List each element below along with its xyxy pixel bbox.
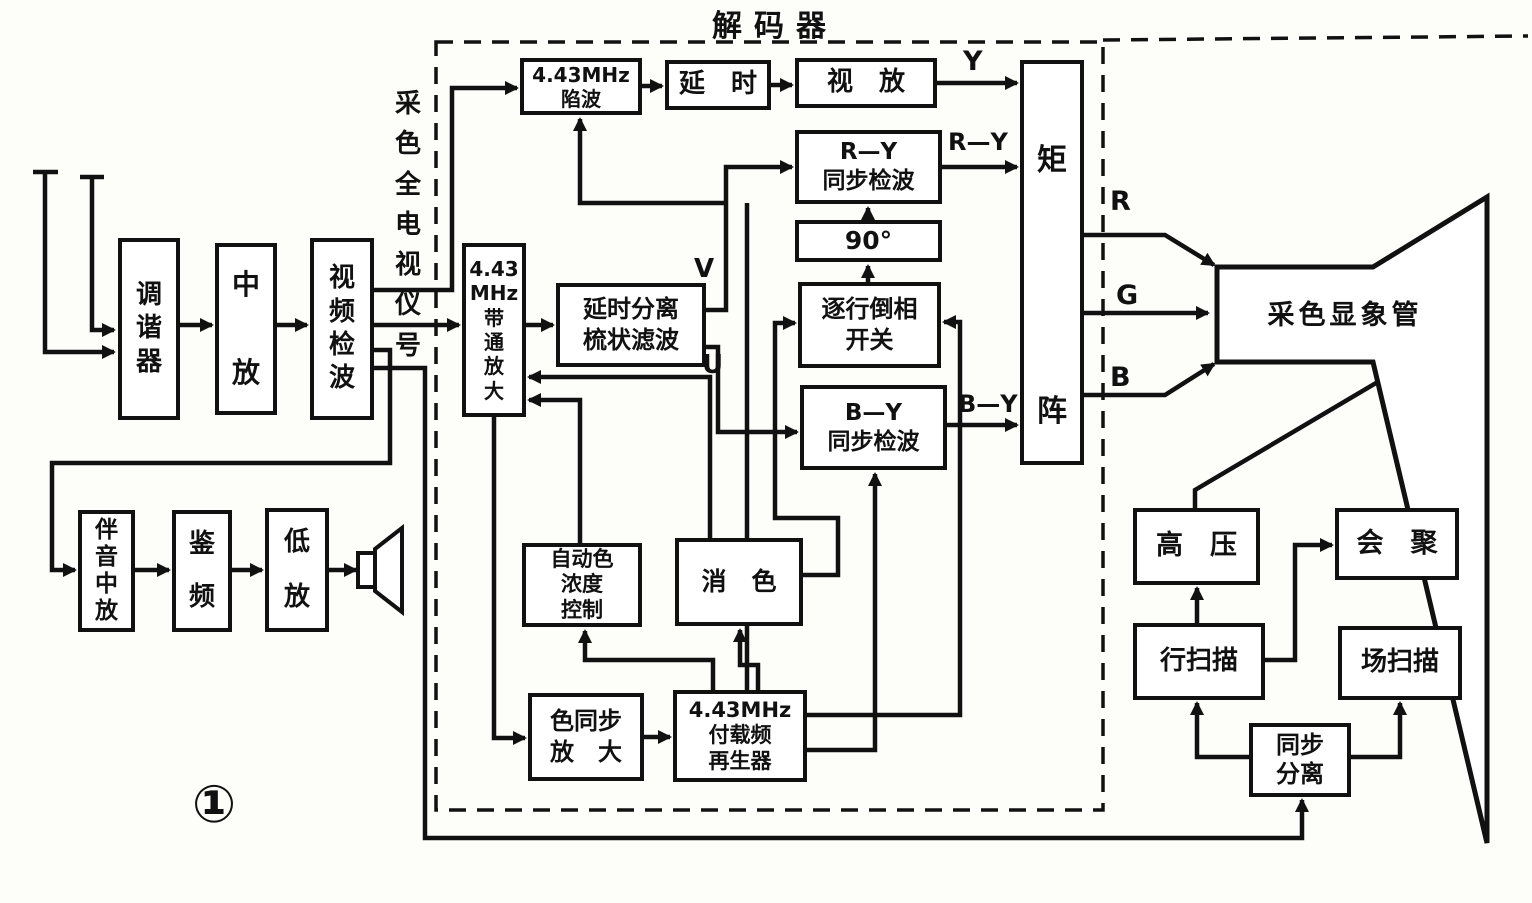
block-convergence: 会 聚 — [1335, 508, 1459, 580]
block-color-killer: 消 色 — [675, 538, 803, 626]
block-audio-amplifier-label: 低 — [283, 527, 310, 557]
block-burst-amplifier: 色同步 放 大 — [528, 693, 644, 781]
block-high-voltage: 高 压 — [1133, 508, 1260, 585]
block-90-degree-phase-label: 90° — [844, 226, 893, 255]
block-delay-comb-filter-label: 延时分离 梳状滤波 — [583, 294, 679, 354]
block-by-sync-detector: B—Y 同步检波 — [800, 385, 947, 470]
decoder-dashed-border — [434, 34, 1529, 812]
block-sync-separator: 同步 分离 — [1249, 723, 1351, 797]
block-ry-sync-detector-label: R—Y 同步检波 — [822, 139, 915, 194]
block-matrix-label: 阵 — [1037, 393, 1067, 429]
figure-number-text: ① — [192, 775, 237, 835]
signal-label-r: R — [1110, 182, 1131, 223]
signal-wires — [49, 76, 1475, 841]
block-sound-if-amplifier-label: 伴 音 中 放 — [95, 516, 118, 625]
crt-label crt-lbl: 采色显象管 — [1242, 296, 1448, 337]
block-high-voltage-label: 高 压 — [1156, 530, 1237, 562]
block-vertical-scan: 场扫描 — [1338, 626, 1462, 700]
composite-signal-annotation: 采 色 全 电 视 仪 号 — [386, 84, 430, 366]
block-burst-amplifier-label: 色同步 放 大 — [550, 707, 622, 766]
signal-label-u: U — [702, 346, 723, 385]
block-tuner-label: 调 谐 器 — [135, 280, 162, 377]
signal-label-u-text: U — [702, 350, 724, 380]
block-fm-discriminator: 鉴 频 — [172, 510, 232, 632]
block-horizontal-scan: 行扫描 — [1133, 623, 1265, 700]
signal-label-y: Y — [963, 42, 983, 83]
block-90-degree-phase: 90° — [795, 220, 942, 262]
block-fm-discriminator-label: 鉴 — [188, 529, 215, 559]
block-acc-control: 自动色 浓度 控制 — [522, 543, 642, 627]
crt-label-text: 采色显象管 — [1267, 300, 1423, 331]
decoder-title-text: 解码器 — [712, 9, 838, 44]
composite-signal-annotation-text: 采 色 全 电 视 仪 号 — [394, 89, 421, 361]
block-matrix: 矩 阵 — [1020, 60, 1084, 465]
block-if-amplifier-label: 中 — [231, 268, 260, 301]
block-convergence-label: 会 聚 — [1356, 527, 1438, 559]
block-delay-comb-filter: 延时分离 梳状滤波 — [556, 283, 706, 367]
block-video-amplifier-label: 视 放 — [826, 67, 905, 98]
decoder-title: 解码器 — [655, 4, 895, 49]
block-delay-line-label: 延 时 — [678, 69, 757, 100]
block-acc-control-label: 自动色 浓度 控制 — [550, 547, 614, 622]
block-pal-switch: 逐行倒相 开关 — [798, 282, 941, 368]
signal-label-by: B—Y — [958, 386, 1018, 422]
speaker-icon — [356, 523, 404, 617]
block-vertical-scan-label: 场扫描 — [1360, 647, 1439, 678]
figure-number: ① — [192, 766, 236, 844]
block-443mhz-notch-filter: 4.43MHz 陷波 — [520, 58, 642, 115]
block-fm-discriminator-label: 频 — [188, 581, 215, 612]
block-tuner: 调 谐 器 — [118, 238, 180, 420]
block-subcarrier-regenerator: 4.43MHz 付载频 再生器 — [673, 690, 807, 782]
block-sync-separator-label: 同步 分离 — [1276, 731, 1324, 788]
block-horizontal-scan-label: 行扫描 — [1159, 645, 1238, 676]
block-matrix-label: 矩 — [1037, 143, 1067, 178]
signal-label-y-text: Y — [963, 46, 983, 77]
block-color-killer-label: 消 色 — [701, 567, 777, 596]
block-if-amplifier-label: 放 — [231, 356, 260, 390]
crt-shape — [1214, 192, 1490, 844]
block-video-amplifier: 视 放 — [795, 58, 937, 108]
block-audio-amplifier: 低 放 — [265, 508, 329, 632]
signal-label-by-text: B—Y — [958, 390, 1018, 418]
block-443mhz-bandpass-amplifier-label: 4.43 MHz 带 通 放 大 — [469, 256, 519, 403]
signal-label-b: B — [1110, 358, 1131, 399]
signal-label-v: V — [694, 250, 714, 289]
block-delay-line: 延 时 — [665, 60, 771, 110]
signal-label-g: G — [1116, 276, 1138, 317]
block-443mhz-bandpass-amplifier: 4.43 MHz 带 通 放 大 — [462, 243, 526, 417]
block-by-sync-detector-label: B—Y 同步检波 — [827, 399, 920, 455]
block-pal-switch-label: 逐行倒相 开关 — [821, 295, 918, 354]
signal-label-b-text: B — [1110, 362, 1131, 393]
block-ry-sync-detector: R—Y 同步检波 — [795, 130, 942, 204]
block-sound-if-amplifier: 伴 音 中 放 — [78, 510, 135, 632]
signal-label-r-text: R — [1110, 186, 1131, 217]
signal-label-g-text: G — [1116, 280, 1139, 311]
signal-label-ry: R—Y — [948, 124, 1008, 160]
block-subcarrier-regenerator-label: 4.43MHz 付载频 再生器 — [688, 698, 792, 773]
signal-label-v-text: V — [694, 254, 715, 284]
block-443mhz-notch-filter-label: 4.43MHz 陷波 — [532, 62, 630, 111]
antenna-icon — [33, 169, 116, 359]
signal-label-ry-text: R—Y — [948, 128, 1008, 156]
block-if-amplifier: 中 放 — [215, 243, 277, 415]
block-video-detector-label: 视 频 检 波 — [328, 263, 355, 394]
block-video-detector: 视 频 检 波 — [310, 238, 374, 420]
block-audio-amplifier-label: 放 — [283, 581, 310, 612]
